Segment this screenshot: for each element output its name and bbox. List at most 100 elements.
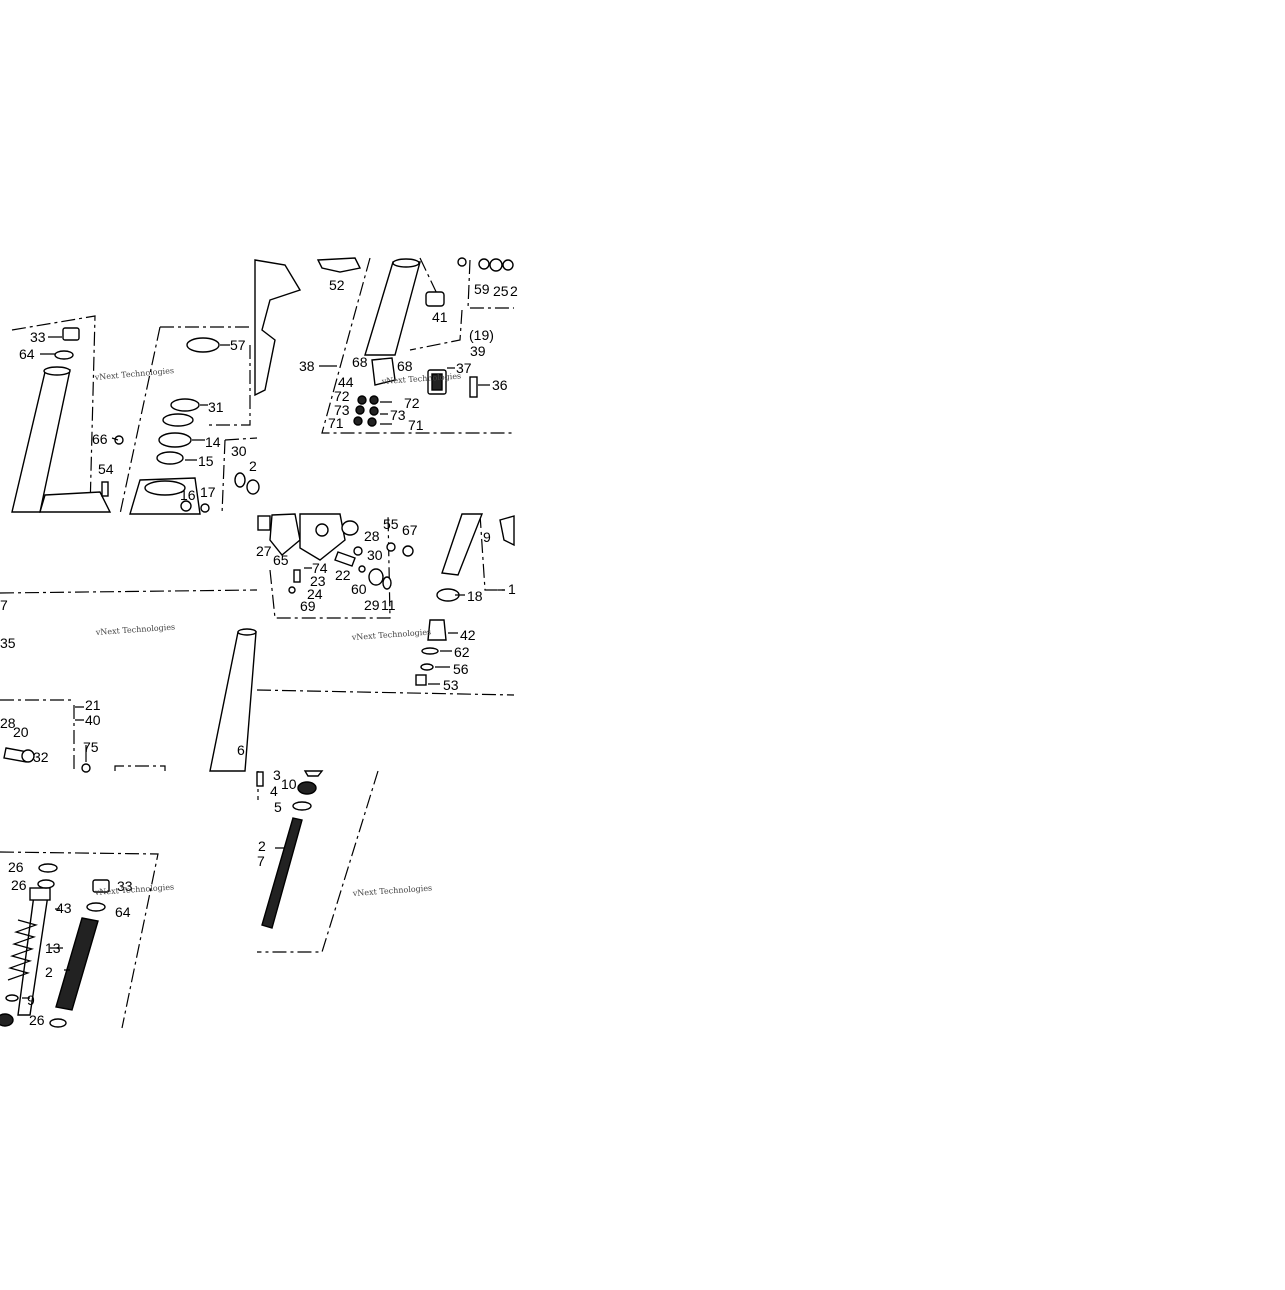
bolt-part bbox=[101, 481, 109, 497]
callout-label: 30 bbox=[367, 547, 383, 563]
bearing-part bbox=[158, 432, 192, 448]
clip-part bbox=[353, 546, 363, 556]
callout-label: 27 bbox=[256, 543, 272, 559]
frame-line bbox=[224, 437, 258, 441]
callout-label: 9 bbox=[27, 992, 35, 1008]
callout-label: 57 bbox=[230, 337, 246, 353]
bushing-part bbox=[246, 479, 260, 495]
washer-part bbox=[54, 350, 74, 360]
frame-line bbox=[256, 689, 515, 696]
spring-part bbox=[293, 569, 301, 583]
callout-label: 62 bbox=[454, 644, 470, 660]
fork-spring-part bbox=[55, 917, 99, 1011]
callout-label: 2 bbox=[45, 964, 53, 980]
watermark-text: vNext Technologies bbox=[352, 883, 433, 898]
callout-label: 64 bbox=[19, 346, 35, 362]
callout-label: 66 bbox=[92, 431, 108, 447]
callout-label: 64 bbox=[115, 904, 131, 920]
nut-part bbox=[457, 257, 467, 267]
callout-label: 54 bbox=[98, 461, 114, 477]
callout-label: 33 bbox=[30, 329, 46, 345]
bracket-part bbox=[39, 491, 112, 513]
callout-label: 24 bbox=[307, 586, 323, 602]
bolt-part bbox=[81, 763, 91, 773]
leader-lines bbox=[22, 847, 285, 999]
slider-top bbox=[237, 628, 257, 636]
grommet-part bbox=[355, 405, 365, 415]
callout-label: 28 bbox=[0, 715, 16, 731]
callout-label: 29 bbox=[364, 597, 380, 613]
callout-label: 40 bbox=[85, 712, 101, 728]
callout-label: 72 bbox=[404, 395, 420, 411]
washer-part bbox=[478, 258, 490, 270]
frame-line bbox=[11, 315, 96, 511]
nut-part bbox=[427, 619, 447, 641]
washer-part bbox=[489, 258, 503, 272]
callout-label: 26 bbox=[29, 1012, 45, 1028]
tile-bottom-left: 26 26 43 33 64 13 2 9 26 3 4 10 5 2 7 vN… bbox=[0, 767, 433, 1029]
callout-label: 26 bbox=[8, 859, 24, 875]
callout-label: 13 bbox=[45, 940, 61, 956]
washer-part bbox=[420, 663, 434, 671]
clip-part bbox=[114, 435, 124, 445]
callout-label: 9 bbox=[483, 529, 491, 545]
clip-part bbox=[303, 770, 324, 777]
callout-label: 3 bbox=[273, 767, 281, 783]
callout-label: 53 bbox=[443, 677, 459, 693]
bolt-part bbox=[257, 515, 271, 531]
washer-part bbox=[502, 259, 514, 271]
callout-label: 38 bbox=[299, 358, 315, 374]
grommet-part bbox=[369, 406, 379, 416]
callout-label: 2 bbox=[258, 838, 266, 854]
washer-part bbox=[38, 863, 58, 873]
callout-label: 23 bbox=[310, 573, 326, 589]
callout-label: 33 bbox=[117, 878, 133, 894]
callout-label: 43 bbox=[56, 900, 72, 916]
callout-label: 39 bbox=[470, 343, 486, 359]
grommet-part bbox=[369, 395, 379, 405]
watermark-text: vNext Technologies bbox=[95, 622, 176, 637]
callout-label: 59 bbox=[474, 281, 490, 297]
washer-part bbox=[292, 801, 312, 811]
nut-part bbox=[402, 545, 414, 557]
callout-label: 55 bbox=[383, 516, 399, 532]
bushing-part bbox=[341, 520, 359, 536]
tile-top-left: 33 64 66 54 57 31 14 15 16 17 30 2 vNext… bbox=[11, 259, 302, 515]
callout-label: 60 bbox=[351, 581, 367, 597]
callout-label: 67 bbox=[402, 522, 418, 538]
callout-label: 21 bbox=[85, 697, 101, 713]
fork-spring-part bbox=[261, 817, 303, 929]
washer-part bbox=[382, 576, 392, 590]
frame-line bbox=[0, 589, 258, 594]
callout-label: 17 bbox=[200, 484, 216, 500]
callout-label: 20 bbox=[13, 724, 29, 740]
callout-label: 2 bbox=[249, 458, 257, 474]
frame-line bbox=[0, 851, 159, 1029]
washer-part bbox=[5, 994, 19, 1002]
callout-label: 14 bbox=[205, 434, 221, 450]
washer-part bbox=[21, 749, 35, 763]
frame-line bbox=[205, 345, 251, 426]
callout-label: 68 bbox=[352, 354, 368, 370]
callout-label: 37 bbox=[456, 360, 472, 376]
callout-label: 74 bbox=[312, 560, 328, 576]
callout-label: 15 bbox=[198, 453, 214, 469]
bearing-part bbox=[186, 337, 220, 353]
fork-slider-part bbox=[209, 631, 257, 772]
callout-label: 71 bbox=[408, 417, 424, 433]
bolt-part bbox=[62, 327, 80, 341]
callout-label: 73 bbox=[390, 407, 406, 423]
rebound-spring-part bbox=[7, 919, 39, 981]
bolt-part bbox=[256, 771, 264, 787]
callout-label: 42 bbox=[460, 627, 476, 643]
washer-part bbox=[421, 647, 439, 655]
frame-line bbox=[221, 439, 226, 515]
cap-part bbox=[425, 291, 445, 307]
leader-lines bbox=[75, 706, 87, 762]
callout-label: 4 bbox=[270, 783, 278, 799]
washer-part bbox=[368, 568, 384, 586]
callout-label: 7 bbox=[257, 853, 265, 869]
callout-label: 30 bbox=[231, 443, 247, 459]
washer-part bbox=[37, 879, 55, 889]
